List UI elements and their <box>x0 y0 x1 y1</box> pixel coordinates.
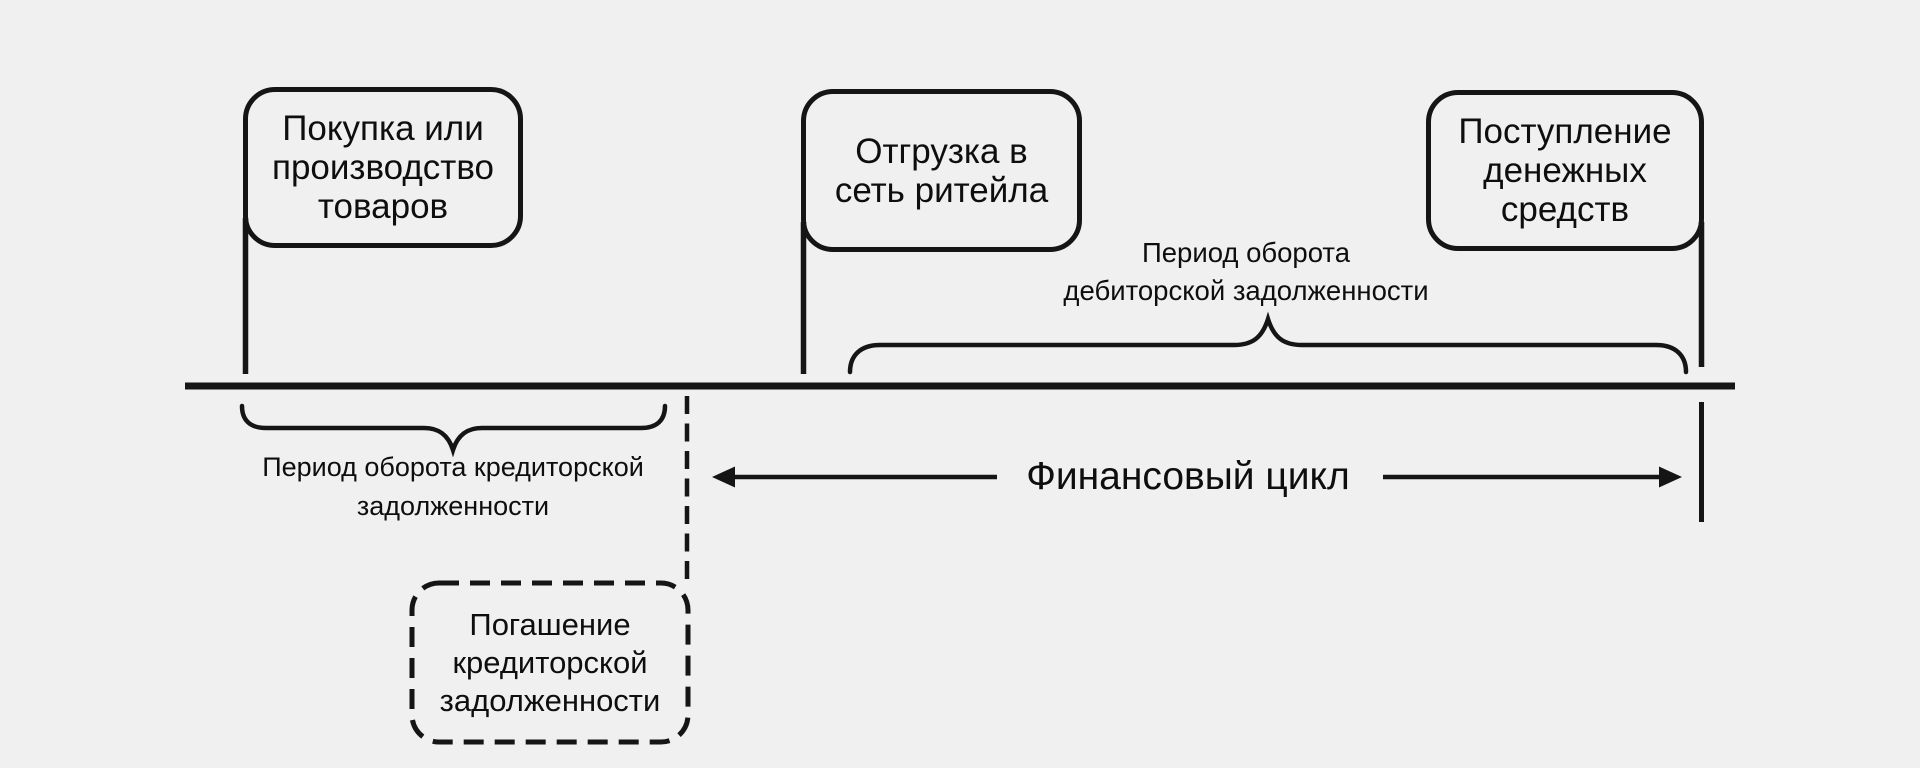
financial-cycle-right-arrowhead <box>1659 466 1682 488</box>
repayment-box: Погашение кредиторской задолженности <box>412 583 688 742</box>
payable-period-label: Период оборота кредиторской задолженност… <box>262 452 644 521</box>
purchase-box: Покупка или производство товаров <box>243 87 523 248</box>
shipment-box: Отгрузка в сеть ритейла <box>801 89 1082 252</box>
repayment-box-label: Погашение кредиторской задолженности <box>439 606 661 718</box>
payable-period-label-wrap: Период оборота кредиторской задолженност… <box>253 448 653 526</box>
financial-cycle-left-arrowhead <box>712 466 735 488</box>
payable-period-brace <box>239 403 668 458</box>
cash-receipt-box-label: Поступление денежных средств <box>1458 112 1672 229</box>
financial-cycle-label-wrap: Финансовый цикл <box>988 452 1388 502</box>
receivable-period-label-wrap: Период оборота дебиторской задолженности <box>1046 234 1446 310</box>
repayment-box-outline <box>409 580 691 745</box>
shipment-box-label: Отгрузка в сеть ритейла <box>834 131 1049 210</box>
cash-receipt-box: Поступление денежных средств <box>1426 90 1704 251</box>
financial-cycle-label: Финансовый цикл <box>1026 455 1350 498</box>
purchase-box-label: Покупка или производство товаров <box>272 109 494 226</box>
receivable-period-brace <box>847 311 1689 375</box>
receivable-period-label: Период оборота дебиторской задолженности <box>1063 237 1429 306</box>
